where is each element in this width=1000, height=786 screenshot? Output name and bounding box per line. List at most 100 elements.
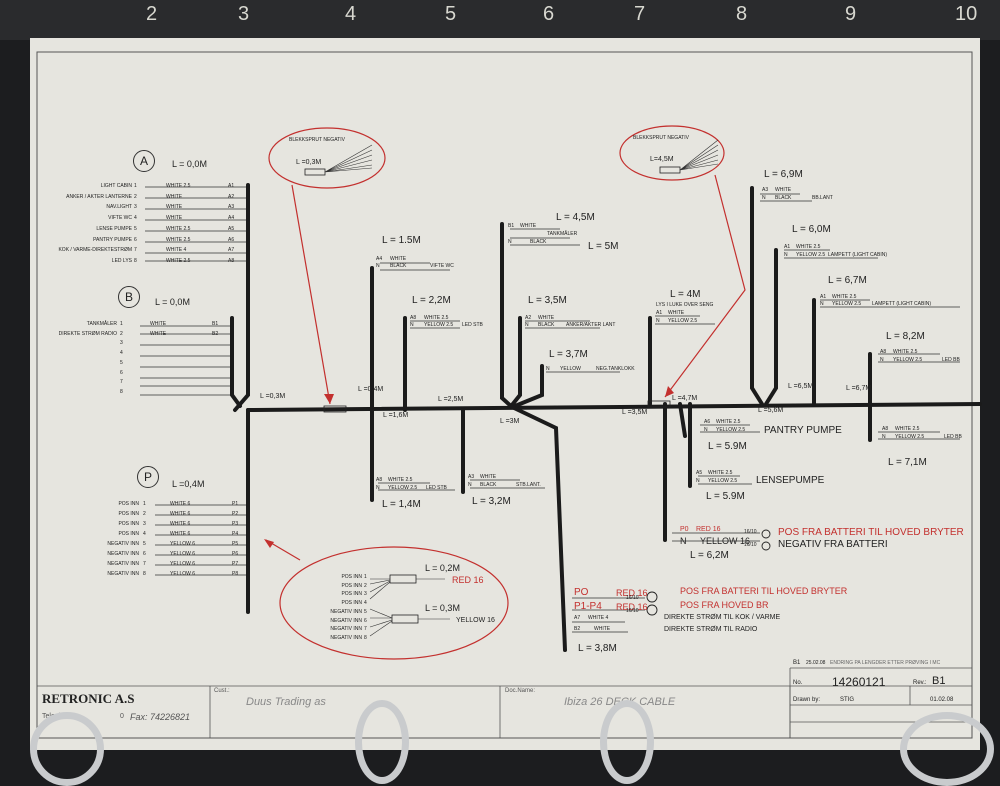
branch-length: L = 4,5M bbox=[556, 212, 595, 223]
ruler-number: 9 bbox=[845, 3, 857, 25]
wire-destination: LED BB bbox=[944, 434, 962, 440]
drawing-sheet bbox=[30, 38, 980, 750]
circuit-label: NEGATIV INN bbox=[107, 561, 139, 567]
group-p-length: L =0,4M bbox=[172, 479, 205, 489]
wire-code: A3 bbox=[228, 204, 235, 211]
battery-neg-text: NEGATIV FRA BATTERI bbox=[778, 539, 888, 550]
wire-code: N bbox=[468, 482, 472, 488]
fuse-label: 16/10 bbox=[744, 542, 757, 548]
ruler-number: 6 bbox=[543, 3, 555, 25]
bubble-lower-wire: YELLOW 16 bbox=[456, 617, 495, 624]
trunk-length: L =3,5M bbox=[622, 409, 648, 416]
battery-pos-text: POS FRA BATTERI TIL HOVED BRYTER bbox=[778, 527, 964, 538]
wire-color: WHITE bbox=[538, 315, 555, 321]
wire-color: YELLOW bbox=[560, 366, 581, 372]
wire-destination: BB.LANT bbox=[812, 195, 833, 201]
circuit-label: POS INN bbox=[118, 501, 139, 507]
trunk-length: L =6,7M bbox=[846, 385, 872, 392]
bubble-row-label: NEGATIV INN bbox=[330, 608, 362, 615]
right-callout-bubble bbox=[619, 125, 725, 181]
circuit-label: PANTRY PUMPE bbox=[93, 236, 132, 243]
wire-code: B1 bbox=[508, 223, 515, 229]
wire-color: WHITE 2.5 bbox=[166, 257, 191, 264]
wire-color: YELLOW 2.5 bbox=[832, 301, 862, 307]
wire-color: BLACK bbox=[530, 239, 547, 245]
terminal-number: 2 bbox=[120, 330, 123, 337]
bubble-row-number: 4 bbox=[364, 600, 367, 607]
circuit-label: DIREKTE STRØM RADIO bbox=[58, 330, 117, 337]
terminal-number: 1 bbox=[134, 183, 137, 189]
wire-code: N bbox=[525, 322, 529, 328]
wire-code: N bbox=[656, 318, 660, 324]
wire-color: RED 16 bbox=[616, 602, 648, 612]
circuit-label: POS INN bbox=[118, 511, 139, 517]
wire-color: WHITE 4 bbox=[588, 615, 609, 621]
right-callout-pointer bbox=[664, 174, 746, 398]
branch-length: L = 8,2M bbox=[886, 331, 925, 342]
bubble-upper-length: L = 0,2M bbox=[425, 563, 460, 573]
wire-destination: VIFTE WC bbox=[430, 263, 454, 269]
wire-color: WHITE bbox=[166, 215, 183, 222]
branch-length: L = 6,9M bbox=[764, 169, 803, 180]
wire-color: WHITE 2.5 bbox=[895, 426, 920, 432]
telephone-end: 0 bbox=[120, 713, 124, 720]
trunk-length: L =0,3M bbox=[260, 393, 286, 400]
branch-length: L = 3,7M bbox=[549, 349, 588, 360]
bubble-upper-wire: RED 16 bbox=[452, 575, 484, 585]
wire-color: BLACK bbox=[775, 195, 792, 201]
terminal-number: 7 bbox=[143, 561, 146, 567]
terminal-number: 8 bbox=[143, 571, 146, 577]
circuit-label: LED LYS bbox=[111, 257, 132, 264]
terminal-number: 4 bbox=[143, 531, 146, 537]
revision-value: B1 bbox=[932, 675, 946, 687]
wire-code: N bbox=[762, 195, 766, 201]
wire-code: A1 bbox=[656, 310, 663, 316]
drawn-by-label: Drawn by: bbox=[793, 697, 821, 703]
wire-color: WHITE bbox=[150, 321, 167, 327]
feeder-b bbox=[230, 316, 242, 408]
drawing-border bbox=[36, 51, 973, 739]
terminal-number: 3 bbox=[134, 204, 137, 211]
wire-color: WHITE bbox=[166, 204, 183, 211]
fax-number: Fax: 74226821 bbox=[130, 712, 191, 722]
wire-color: YELLOW 6 bbox=[170, 551, 196, 557]
wire-code: P3 bbox=[232, 521, 239, 527]
wire-color: YELLOW 2.5 bbox=[716, 427, 746, 433]
branch-length: L = 5.9M bbox=[706, 491, 745, 502]
binder-ring bbox=[900, 712, 994, 786]
wire-code: P1 bbox=[232, 501, 239, 507]
wire-code: A2 bbox=[525, 315, 532, 321]
bubble-row-number: 6 bbox=[364, 617, 367, 624]
terminal-number: 1 bbox=[120, 321, 123, 327]
binder-ring bbox=[30, 712, 104, 786]
group-a-length: L = 0,0M bbox=[172, 159, 207, 169]
group-b-letter: B bbox=[118, 286, 140, 308]
wire-color: WHITE 2.5 bbox=[796, 244, 821, 250]
wire-color: WHITE 4 bbox=[166, 247, 187, 254]
wire-color: WHITE bbox=[480, 474, 497, 480]
wire-color: BLACK bbox=[538, 322, 555, 328]
binder-ring bbox=[600, 700, 654, 784]
binder-ring bbox=[355, 700, 409, 784]
circuit-label: TANKMÅLER bbox=[86, 321, 117, 327]
wire-code: P2 bbox=[232, 511, 239, 517]
bubble-row-label: NEGATIV INN bbox=[330, 634, 362, 641]
wire-code: A1 bbox=[228, 183, 235, 189]
wire-color: RED 16 bbox=[616, 588, 648, 598]
circuit-label: NEGATIV INN bbox=[107, 541, 139, 547]
wire-color: YELLOW 2.5 bbox=[424, 322, 454, 328]
customer-label: Cust.: bbox=[214, 688, 230, 694]
wire-code: P0 bbox=[680, 526, 689, 533]
wire-destination: LED STB bbox=[462, 322, 483, 328]
wire-destination: LAMPETT (LIGHT CABIN) bbox=[828, 252, 887, 258]
revision-label: Rev.: bbox=[913, 680, 927, 686]
wire-color: WHITE 2.5 bbox=[166, 183, 191, 189]
revision-date: 25.02.08 bbox=[806, 660, 826, 666]
terminal-number: 2 bbox=[143, 511, 146, 517]
left-callout-bubble bbox=[268, 127, 386, 189]
wire-code: B2 bbox=[574, 626, 581, 632]
wire-code: A7 bbox=[574, 615, 581, 621]
wire-destination: NEG.TANKLOKK bbox=[596, 366, 635, 372]
wire-code: P5 bbox=[232, 541, 239, 547]
wire-color: BLACK bbox=[390, 263, 407, 269]
